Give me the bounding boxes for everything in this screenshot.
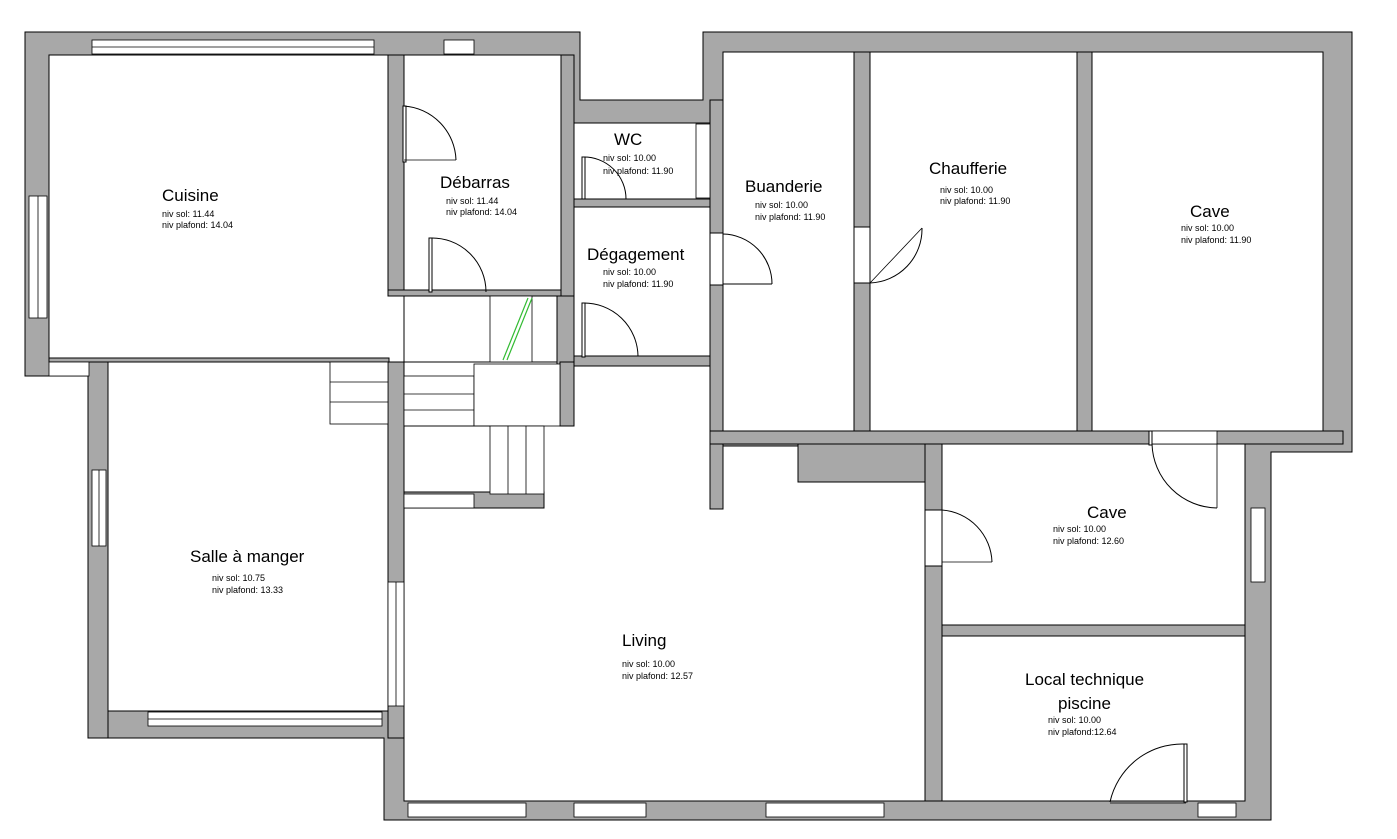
stairs [329,295,561,495]
wall-chaufferie-cave [1076,51,1093,432]
window-living-south-2 [573,802,647,818]
label-salle-a-manger-sol: niv sol: 10.75 [212,573,265,583]
label-local-technique-name2: piscine [1058,694,1111,713]
label-wc-plafond: niv plafond: 11.90 [603,166,673,176]
label-chaufferie-sol: niv sol: 10.00 [940,185,993,195]
label-wc-name: WC [614,130,642,149]
label-cuisine-plafond: niv plafond: 14.04 [162,220,233,230]
floor-local-technique [941,635,1246,802]
wall-cuisine-dining [48,357,390,363]
door-local-technique [1183,743,1188,803]
door-cave-1 [1148,430,1153,446]
door-debarras-west [402,105,407,163]
floor-cave-2 [941,443,1246,626]
stair-flight-upper [329,361,389,425]
label-wc-sol: niv sol: 10.00 [603,153,656,163]
stair-rail-opening [489,295,533,363]
door-debarras-south [428,237,433,293]
stair-handrail-green [502,297,529,361]
wall-debarras-east [560,54,575,297]
label-cave-1-name: Cave [1190,202,1230,221]
window-cave1-south [1148,430,1218,445]
doors [402,105,1218,804]
label-local-technique-name: Local technique [1025,670,1144,689]
label-living-sol: niv sol: 10.00 [622,659,675,669]
label-living-plafond: niv plafond: 12.57 [622,671,693,681]
stair-landing [473,363,561,427]
floor-chaufferie [869,51,1078,432]
label-buanderie-name: Buanderie [745,177,823,196]
wall-north-service-south [709,430,1344,445]
wall-cave2-local [941,624,1246,637]
door-chaufferie [853,226,871,284]
label-chaufferie-plafond: niv plafond: 11.90 [940,196,1010,206]
wall-debarras-west [387,54,405,293]
label-chaufferie-name: Chaufferie [929,159,1007,178]
wall-living-notch [797,443,926,483]
label-debarras-name: Débarras [440,173,510,192]
label-salle-a-manger-name: Salle à manger [190,547,305,566]
label-cave-1-sol: niv sol: 10.00 [1181,223,1234,233]
label-degagement-sol: niv sol: 10.00 [603,267,656,277]
label-local-technique-plafond: niv plafond:12.64 [1048,727,1117,737]
window-cuisine-sw [48,361,90,377]
wall-stub-center [559,361,575,427]
wall-cave2-west [924,443,943,802]
label-cuisine-name: Cuisine [162,186,219,205]
label-cave-1-plafond: niv plafond: 11.90 [1181,235,1251,245]
label-salle-a-manger-plafond: niv plafond: 13.33 [212,585,283,595]
label-debarras-sol: niv sol: 11.44 [446,196,498,206]
label-buanderie-plafond: niv plafond: 11.90 [755,212,825,222]
wall-wc-degagement [573,198,711,208]
door-degagement [581,302,586,358]
label-buanderie-sol: niv sol: 10.00 [755,200,808,210]
label-debarras-plafond: niv plafond: 14.04 [446,207,517,217]
room-labels: Cuisine niv sol: 11.44 niv plafond: 14.0… [162,130,1251,737]
label-cave-2-plafond: niv plafond: 12.60 [1053,536,1124,546]
label-local-technique-sol: niv sol: 10.00 [1048,715,1101,725]
label-degagement-plafond: niv plafond: 11.90 [603,279,673,289]
floor-buanderie [722,51,855,432]
wall-buanderie-west [709,99,724,510]
window-local-south [1197,802,1237,818]
label-cave-2-name: Cave [1087,503,1127,522]
door-wc [581,156,586,200]
window-living-south-1 [407,802,527,818]
windows [28,39,1266,818]
wall-degagement-south [573,355,711,367]
door-buanderie [709,232,724,286]
window-living-south-3 [765,802,885,818]
wall-dining-west [87,361,109,739]
stair-flight-middle [403,375,475,427]
label-cuisine-sol: niv sol: 11.44 [162,209,214,219]
window-stair [403,493,475,509]
label-living-name: Living [622,631,666,650]
window-wc-east [695,123,711,199]
door-cave-2 [924,509,943,567]
window-debarras-north [443,39,475,55]
label-cave-2-sol: niv sol: 10.00 [1053,524,1106,534]
wall-debarras-south [387,289,562,297]
label-degagement-name: Dégagement [587,245,685,264]
stair-flight-lower [489,425,545,495]
window-cave2-east [1250,507,1266,583]
floor-cave-1 [1091,51,1324,432]
floor-stair-landing [403,295,558,367]
